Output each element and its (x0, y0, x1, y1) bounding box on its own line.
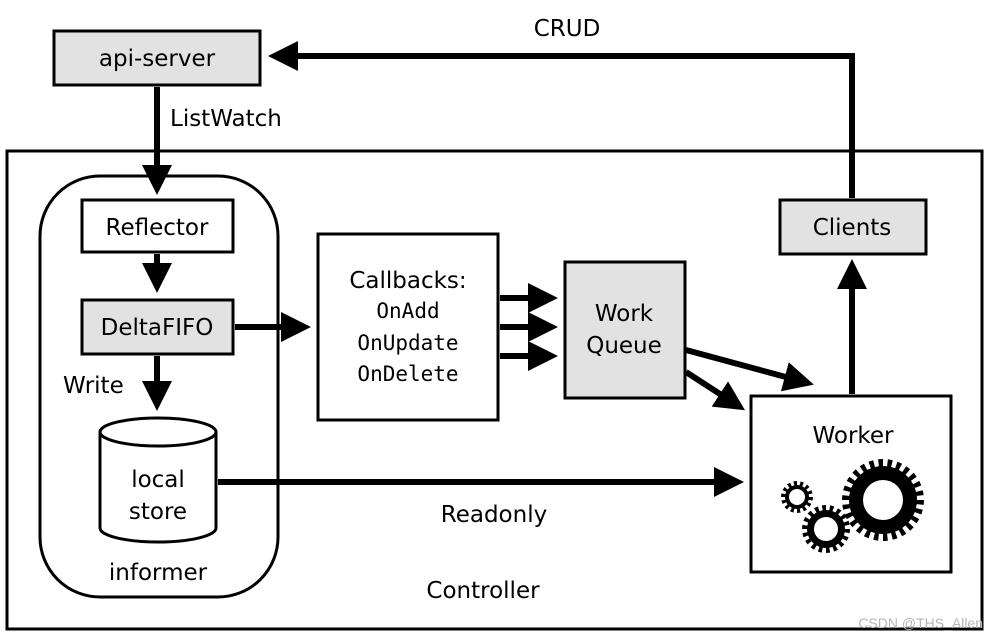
worker-box (749, 394, 953, 574)
callback-ondelete: OnDelete (357, 362, 458, 386)
callbacks-box (316, 232, 500, 422)
local-store-cylinder (98, 416, 218, 544)
local-store-label-line2: store (129, 499, 187, 525)
gears-icon (781, 459, 924, 553)
delta-fifo-box (80, 298, 235, 356)
watermark: CSDN @THS_Allen (858, 615, 983, 631)
callback-onadd: OnAdd (376, 299, 439, 323)
readonly-label: Readonly (441, 502, 547, 528)
write-label: Write (63, 373, 124, 399)
work-queue-box (563, 260, 687, 400)
crud-label: CRUD (534, 16, 601, 42)
informer-label: informer (109, 560, 208, 586)
controller-frame (5, 149, 984, 631)
clients-box (778, 198, 928, 256)
controller-label: Controller (426, 578, 540, 604)
callback-onupdate: OnUpdate (357, 331, 458, 355)
worker-label: Worker (812, 423, 894, 449)
listwatch-label: ListWatch (170, 106, 282, 132)
reflector-label: Reflector (106, 215, 209, 241)
queue-to-worker-edge-2 (684, 369, 746, 411)
local-store-label-line1: local (131, 467, 185, 493)
queue-to-worker-edge-1 (685, 347, 814, 392)
delta-fifo-label: DeltaFIFO (101, 315, 214, 341)
callbacks-title: Callbacks: (349, 268, 466, 294)
work-queue-label-line2: Queue (586, 333, 662, 359)
api-server-label: api-server (99, 46, 216, 72)
api-server-box (52, 29, 262, 87)
reflector-box (80, 198, 235, 254)
work-queue-label-line1: Work (595, 301, 654, 327)
clients-label: Clients (813, 215, 892, 241)
crud-edge (268, 41, 855, 198)
